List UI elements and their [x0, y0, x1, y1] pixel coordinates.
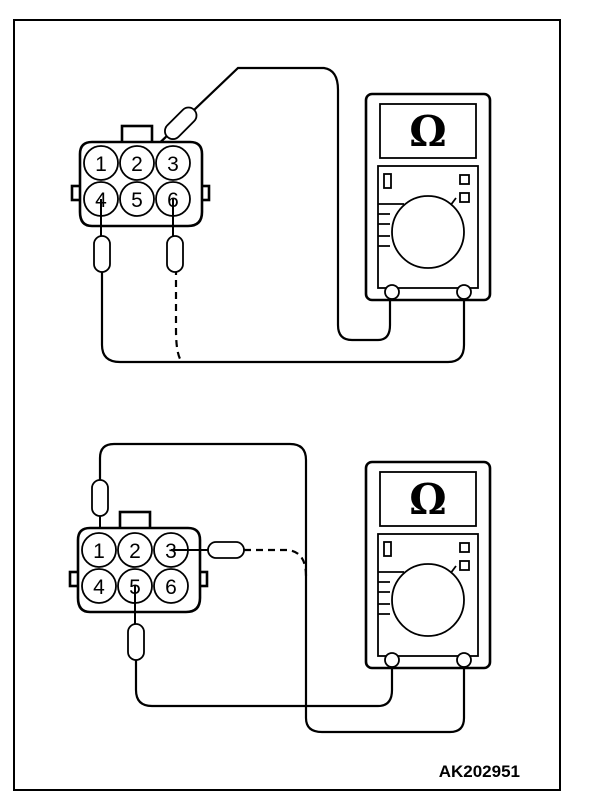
- bottom-multimeter: Ω: [364, 460, 492, 670]
- bottom-wire-pin5-to-meter: [134, 658, 394, 708]
- top-meter-jack-com: [384, 284, 400, 300]
- bottom-pin-6: [153, 568, 189, 604]
- top-ohm-symbol: Ω: [409, 107, 446, 156]
- bottom-pin-1-label: 1: [93, 540, 105, 563]
- bottom-test-setup: 1 2 3 4 5 6 Ω: [68, 442, 492, 734]
- bottom-pin-6-label: 6: [165, 576, 177, 599]
- bottom-wire-pin3-dashed: [244, 548, 308, 577]
- bottom-pin-4: [81, 568, 117, 604]
- bottom-meter-dial: [391, 563, 465, 637]
- top-wire-pin4-to-meter: [100, 268, 466, 364]
- top-pin-1-label: 1: [95, 153, 107, 176]
- bottom-meter-jack-ohm: [456, 652, 472, 668]
- top-pin-2: [119, 145, 155, 181]
- bottom-pin-3-label: 3: [165, 540, 177, 563]
- top-pin-3: [155, 145, 191, 181]
- top-pin-2-label: 2: [131, 153, 143, 176]
- top-pin-3-label: 3: [167, 153, 179, 176]
- top-probe-pin6: [166, 199, 184, 273]
- top-meter-dial: [391, 195, 465, 269]
- bottom-pin-1: [81, 532, 117, 568]
- top-multimeter: Ω: [364, 92, 492, 302]
- top-wire-pin6-dashed: [174, 268, 183, 363]
- figure-code: AK202951: [439, 762, 520, 781]
- top-test-setup: 1 2 3 4 5 6 Ω: [70, 66, 492, 364]
- top-connector: 1 2 3 4 5 6: [70, 124, 211, 228]
- bottom-pin-2: [117, 532, 153, 568]
- top-probe-pin4: [93, 199, 111, 273]
- bottom-wire-pin1-to-meter: [98, 442, 466, 734]
- top-pin-5: [119, 181, 155, 217]
- top-pin-5-label: 5: [131, 189, 143, 212]
- bottom-connector: 1 2 3 4 5 6: [68, 510, 209, 614]
- bottom-meter-display: [379, 471, 477, 527]
- bottom-ohm-symbol: Ω: [409, 475, 446, 524]
- top-meter-display: [379, 103, 477, 159]
- bottom-probe-pin5: [127, 586, 145, 661]
- bottom-probe-pin3: [171, 541, 245, 559]
- bottom-meter-jack-com: [384, 652, 400, 668]
- top-meter-jack-ohm: [456, 284, 472, 300]
- top-wire-probe-pin2-to-meter: [149, 66, 392, 342]
- top-pin-1: [83, 145, 119, 181]
- bottom-pin-4-label: 4: [93, 576, 105, 599]
- bottom-pin-2-label: 2: [129, 540, 141, 563]
